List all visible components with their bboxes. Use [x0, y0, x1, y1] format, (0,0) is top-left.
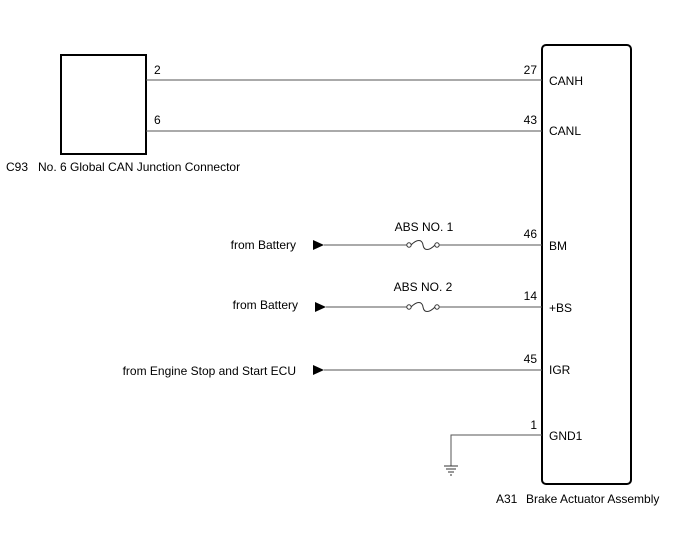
igr-terminal-label: IGR [549, 363, 571, 377]
ecu-source: from Engine Stop and Start ECU [123, 364, 296, 378]
igr-pin-number: 45 [524, 352, 538, 366]
gnd1-wire [450, 434, 542, 466]
fuse-abs2-label: ABS NO. 2 [394, 280, 453, 294]
actuator-code: A31 [496, 492, 518, 506]
junction-connector-code: C93 [6, 160, 28, 174]
gnd1-pin-number: 1 [530, 418, 537, 432]
bs-pin-number: 14 [524, 289, 538, 303]
fuse-abs1-label: ABS NO. 1 [395, 220, 454, 234]
arrow-icon [315, 302, 326, 312]
arrow-icon [313, 365, 324, 375]
junction-connector-name: No. 6 Global CAN Junction Connector [38, 160, 240, 174]
bs-terminal-label: +BS [549, 301, 572, 315]
battery-source-2: from Battery [233, 298, 298, 312]
junction-connector-box [60, 54, 147, 155]
bm-pin-number: 46 [524, 227, 538, 241]
gnd1-terminal-label: GND1 [549, 429, 583, 443]
c93-canl-pin: 6 [154, 113, 161, 127]
canl-pin-number: 43 [524, 113, 538, 127]
canh-pin-number: 27 [524, 63, 538, 77]
canl-terminal-label: CANL [549, 124, 581, 138]
canh-terminal-label: CANH [549, 74, 583, 88]
fuse-icon [406, 240, 440, 250]
fuse-icon [406, 302, 440, 312]
brake-actuator-box [541, 44, 632, 485]
ground-icon [444, 465, 458, 476]
bm-terminal-label: BM [549, 239, 567, 253]
actuator-name: Brake Actuator Assembly [526, 492, 659, 506]
arrow-icon [313, 240, 324, 250]
c93-canh-pin: 2 [154, 63, 161, 77]
battery-source-1: from Battery [231, 238, 296, 252]
